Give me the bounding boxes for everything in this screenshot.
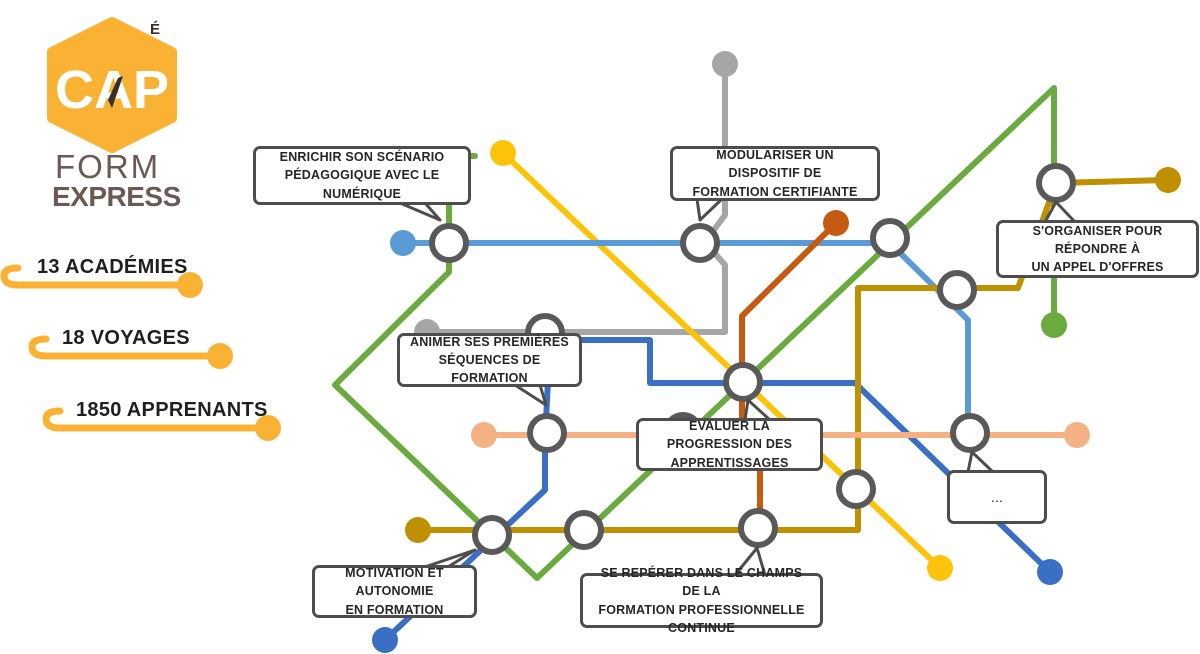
station-champs xyxy=(738,508,778,548)
station-interchange-5 xyxy=(836,469,876,509)
stat-apprenants: 1850 APPRENANTS xyxy=(76,399,268,421)
station-interchange-6 xyxy=(564,510,604,550)
stat-pill-2 xyxy=(28,335,233,369)
callout-autre: ... xyxy=(947,470,1047,524)
logo-express-text: EXPRESS xyxy=(52,181,181,212)
station-autre xyxy=(950,413,990,453)
line-dark-blue xyxy=(382,337,1053,643)
station-interchange-2 xyxy=(937,270,977,310)
callout-pointers xyxy=(398,197,1077,577)
line-light-blue xyxy=(400,240,971,438)
station-progression xyxy=(723,362,763,402)
station-sequences xyxy=(527,413,567,453)
station-motivation xyxy=(472,515,512,555)
station-interchange-1 xyxy=(870,218,910,258)
logo-form-text: FORM xyxy=(55,148,161,185)
station-appel-offres xyxy=(1036,163,1076,203)
station-certifiante xyxy=(680,223,720,263)
stat-pill-3 xyxy=(42,407,281,441)
compass-icon xyxy=(108,76,123,108)
cap-logo: CAP É xyxy=(47,17,177,153)
logo-mark: É xyxy=(150,21,160,38)
stat-academies: 13 ACADÉMIES xyxy=(37,256,188,278)
station-numerique xyxy=(429,223,469,263)
stat-voyages: 18 VOYAGES xyxy=(62,327,190,349)
logo-brand-text: CAP xyxy=(55,60,169,120)
stat-pill-1 xyxy=(0,264,203,298)
